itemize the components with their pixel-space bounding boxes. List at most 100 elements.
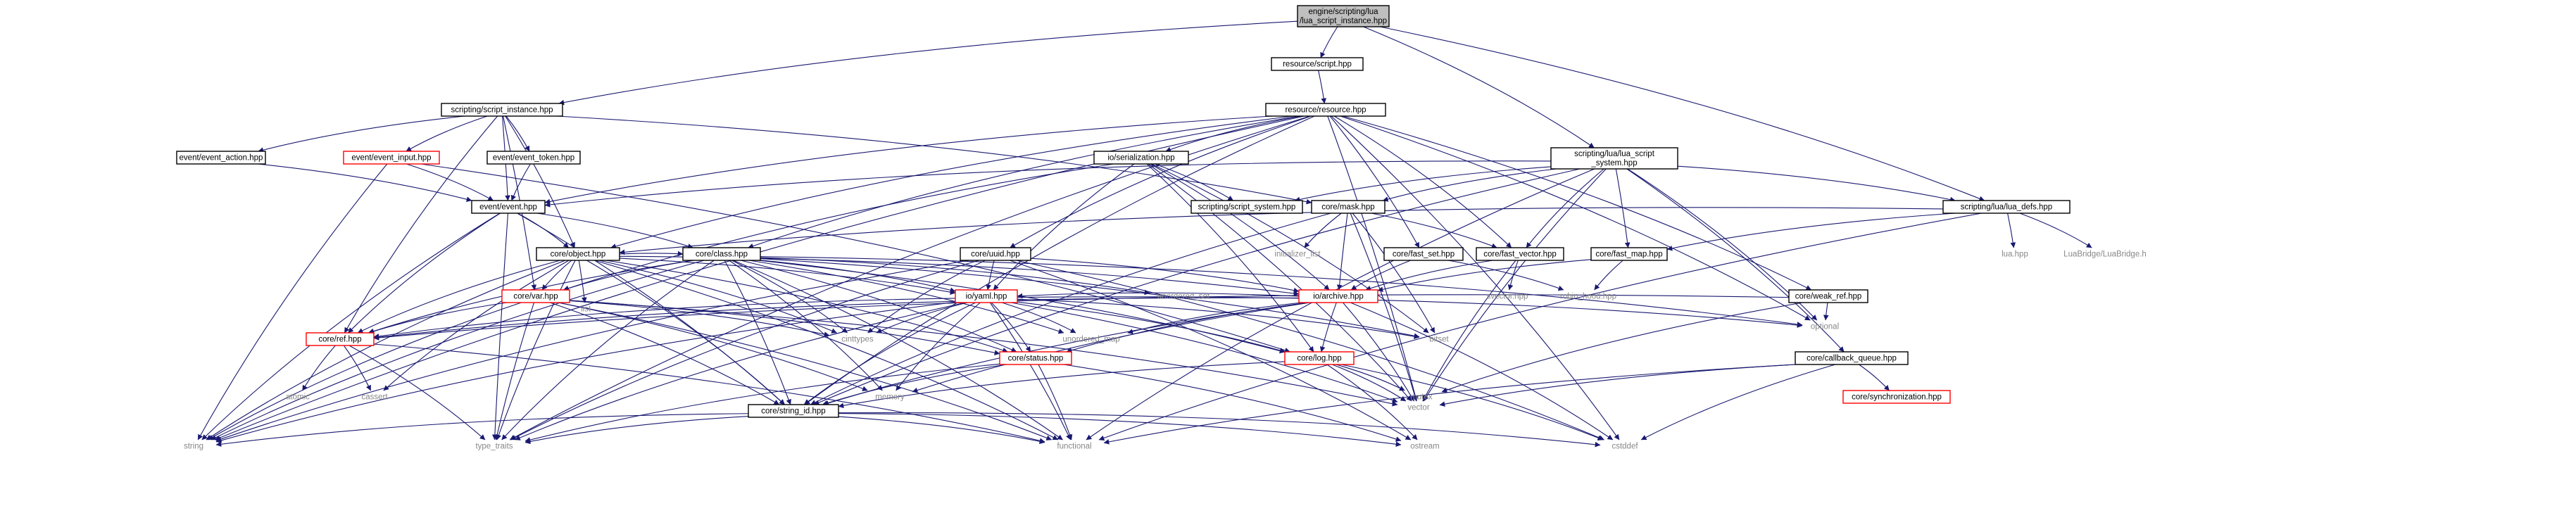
node-svector: svector.hpp	[1487, 293, 1528, 301]
edge-uuid-to-type_traits	[510, 260, 979, 440]
edge-script_instance-to-event_token	[505, 115, 530, 152]
node-label: core/class.hpp	[696, 251, 748, 259]
edge-archive-to-vector	[1343, 302, 1414, 402]
node-label: resource/resource.hpp	[1285, 106, 1366, 115]
node-ref[interactable]: core/ref.hpp	[306, 332, 375, 346]
edge-uuid-to-string	[215, 260, 969, 442]
edge-callback_queue-to-synchronization	[1859, 364, 1890, 391]
node-fast-set[interactable]: core/fast_set.hpp	[1383, 247, 1464, 261]
node-vector: vector	[1407, 404, 1429, 412]
edge-yaml-to-memory	[896, 302, 981, 391]
node-bitset: bitset	[1429, 336, 1449, 344]
node-yaml[interactable]: io/yaml.hpp	[955, 289, 1018, 303]
node-label: core/fast_vector.hpp	[1483, 251, 1557, 259]
edge-ref-to-functional	[373, 343, 1045, 443]
edge-yaml-to-type_traits	[515, 302, 966, 440]
edge-uuid-to-archive	[1030, 258, 1300, 293]
edge-resource-to-class	[748, 115, 1300, 249]
node-event-input[interactable]: event/event_input.hpp	[343, 151, 440, 165]
node-label: svector.hpp	[1487, 293, 1528, 301]
edge-class-to-unordered_set	[760, 257, 1150, 296]
node-synchronization[interactable]: core/synchronization.hpp	[1842, 390, 1951, 404]
edge-archive-to-log	[1319, 302, 1337, 353]
node-object[interactable]: core/object.hpp	[536, 247, 620, 261]
edge-uuid-to-cstddef	[1016, 260, 1604, 440]
node-label: cstddef	[1611, 443, 1638, 451]
node-label: cassert	[361, 393, 388, 402]
edge-lua_defs-to-fast_map	[1666, 213, 1956, 251]
node-box	[682, 247, 761, 261]
node-script-instance[interactable]: scripting/script_instance.hpp	[441, 103, 563, 117]
node-label: core/callback_queue.hpp	[1807, 355, 1897, 363]
edge-uuid-to-yaml	[986, 260, 995, 291]
node-resource-script[interactable]: resource/script.hpp	[1271, 57, 1364, 71]
node-label: robin_hood.hpp	[1560, 293, 1616, 301]
edge-archive-to-yaml	[1017, 292, 1300, 299]
node-label: scripting/script_system.hpp	[1198, 203, 1296, 212]
edge-status-to-string_id	[822, 364, 1007, 406]
edge-resource-to-cstddef	[1331, 115, 1620, 440]
node-box	[1842, 390, 1951, 404]
node-box	[748, 404, 839, 418]
node-label: core/log.hpp	[1297, 355, 1341, 363]
node-label: io/yaml.hpp	[966, 293, 1007, 301]
edges-layer	[197, 20, 2092, 448]
edge-status-to-ostream	[1063, 364, 1402, 442]
edge-var-to-vector	[569, 300, 1398, 407]
edge-event-to-class	[536, 213, 693, 249]
node-script-system[interactable]: scripting/script_system.hpp	[1190, 200, 1303, 214]
node-event-token[interactable]: event/event_token.hpp	[486, 151, 581, 165]
node-box	[536, 247, 620, 261]
edge-class-to-cinttypes	[731, 260, 848, 334]
node-fast-vector[interactable]: core/fast_vector.hpp	[1476, 247, 1564, 261]
edge-lua_script_system-to-fast_vector	[1526, 168, 1604, 248]
edge-yaml-to-optional	[1017, 296, 1803, 328]
edge-serialization-to-vector	[1148, 163, 1412, 402]
node-label: type_traits	[475, 443, 513, 451]
node-label: event/event.hpp	[479, 203, 537, 212]
node-event[interactable]: event/event.hpp	[471, 200, 546, 214]
edge-script_instance-to-ref	[344, 115, 498, 334]
node-resource[interactable]: resource/resource.hpp	[1265, 103, 1386, 117]
edge-lua_script_system-to-vector	[1423, 168, 1607, 402]
node-mutex: mutex	[1410, 393, 1433, 402]
edge-callback_queue-to-cstddef	[1640, 364, 1835, 440]
node-callback-queue[interactable]: core/callback_queue.hpp	[1795, 351, 1909, 365]
node-box	[1093, 151, 1189, 165]
node-string-id[interactable]: core/string_id.hpp	[748, 404, 839, 418]
edge-var-to-ref	[368, 302, 508, 334]
edge-yaml-to-log	[1017, 301, 1286, 353]
node-box	[1265, 103, 1386, 117]
node-box	[1297, 5, 1390, 27]
node-var[interactable]: core/var.hpp	[501, 289, 570, 303]
edge-weak_ref-to-mutex	[1441, 302, 1803, 393]
edge-fast_set-to-robin_hood	[1448, 260, 1564, 291]
node-lua-script-system[interactable]: scripting/lua/lua_script_system.hpp	[1550, 147, 1678, 170]
edge-archive-to-status	[1066, 302, 1308, 353]
edge-object-to-type_traits	[496, 260, 576, 440]
node-event-action[interactable]: event/event_action.hpp	[176, 151, 266, 165]
node-box	[999, 351, 1072, 365]
edge-lua_defs-to-object	[619, 207, 1944, 255]
node-class[interactable]: core/class.hpp	[682, 247, 761, 261]
node-root[interactable]: engine/scripting/lua/lua_script_instance…	[1297, 5, 1390, 27]
node-fast-map[interactable]: core/fast_map.hpp	[1590, 247, 1668, 261]
node-label: core/fast_set.hpp	[1393, 251, 1455, 259]
edge-status-to-functional	[1038, 364, 1073, 440]
node-label: core/string_id.hpp	[761, 407, 825, 416]
node-mask[interactable]: core/mask.hpp	[1311, 200, 1386, 214]
node-archive[interactable]: io/archive.hpp	[1298, 289, 1378, 303]
node-box	[1795, 351, 1909, 365]
node-uuid[interactable]: core/uuid.hpp	[960, 247, 1031, 261]
edge-var-to-cinttypes	[569, 300, 830, 337]
node-status[interactable]: core/status.hpp	[999, 351, 1072, 365]
node-log[interactable]: core/log.hpp	[1284, 351, 1355, 365]
node-lua-defs[interactable]: scripting/lua/lua_defs.hpp	[1942, 200, 2071, 214]
edge-object-to-list	[578, 260, 587, 303]
node-serialization[interactable]: io/serialization.hpp	[1093, 151, 1189, 165]
node-label: core/status.hpp	[1008, 355, 1064, 363]
node-weak-ref[interactable]: core/weak_ref.hpp	[1788, 289, 1868, 303]
edge-resource-to-object	[610, 115, 1293, 249]
edge-weak_ref-to-optional	[1823, 302, 1829, 321]
